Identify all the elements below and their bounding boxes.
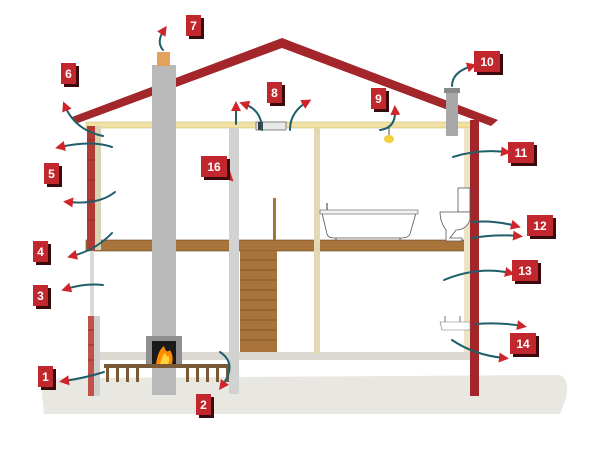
marker-label: 6 [65,67,72,81]
leak-arrow-icon [475,320,527,331]
leak-arrow-icon [289,99,312,131]
attic-fan-motor [258,122,263,130]
leak-arrow-icon [62,101,104,137]
leak-arrow-icon [157,25,167,51]
leak-arrow-icon [55,141,113,151]
vent-pipe-cap [444,88,460,93]
marker-6: 6 [61,63,79,87]
marker-10: 10 [474,51,503,75]
marker-4: 4 [33,241,51,265]
marker-label: 5 [48,167,55,181]
leak-arrow-icon [443,267,515,281]
marker-7: 7 [186,15,204,39]
marker-label: 2 [200,398,207,412]
marker-label: 3 [37,289,44,303]
leak-arrow-icon [451,339,509,363]
roof [72,38,498,126]
light-fixture-icon [384,128,394,143]
leak-arrow-icon [67,232,113,260]
leak-arrow-icon [59,371,105,386]
marker-label: 14 [516,337,530,351]
marker-9: 9 [371,88,389,112]
left-brick-wall [87,126,101,396]
marker-1: 1 [38,366,56,390]
leak-arrow-icon [63,191,116,208]
marker-14: 14 [510,333,539,357]
leak-arrow-icon [471,230,523,241]
bathtub-icon [319,203,419,241]
marker-label: 7 [190,19,197,33]
leak-arrow-icon [471,219,521,230]
leak-arrow-icon [379,105,401,131]
leak-arrow-icon [451,62,477,87]
leak-arrow-icon [452,146,511,158]
toilet-icon [439,187,471,242]
interior-wall-right [314,128,320,354]
marker-13: 13 [512,260,541,284]
marker-label: 1 [42,370,49,384]
marker-3: 3 [33,285,51,309]
marker-label: 10 [480,55,494,69]
floor-beam [85,239,477,252]
marker-label: 12 [533,219,547,233]
leak-arrow-icon [219,351,231,391]
leak-arrow-icon [239,100,263,131]
vent-pipe-icon [446,92,458,136]
leak-arrows [55,25,527,391]
floor-joists [104,364,232,382]
marker-2: 2 [196,394,214,418]
marker-label: 13 [518,264,532,278]
marker-label: 16 [207,160,221,174]
marker-11: 11 [508,142,537,166]
interior-wall-left [229,128,239,394]
marker-8: 8 [267,82,285,106]
marker-16: 16 [201,156,230,180]
right-wall [470,120,479,396]
marker-label: 9 [375,92,382,106]
marker-label: 11 [515,146,528,160]
leak-arrow-icon [61,282,104,293]
marker-12: 12 [527,215,556,239]
fireplace-icon [146,336,182,368]
marker-label: 4 [37,245,44,259]
marker-label: 8 [271,86,278,100]
sink-icon [439,316,471,331]
attic-fan [255,121,287,131]
staircase [240,198,277,352]
marker-5: 5 [44,163,62,187]
chimney-cap [157,52,170,66]
ground [41,375,568,414]
crawlspace-floor [100,352,478,360]
right-wall-inner [464,128,470,352]
